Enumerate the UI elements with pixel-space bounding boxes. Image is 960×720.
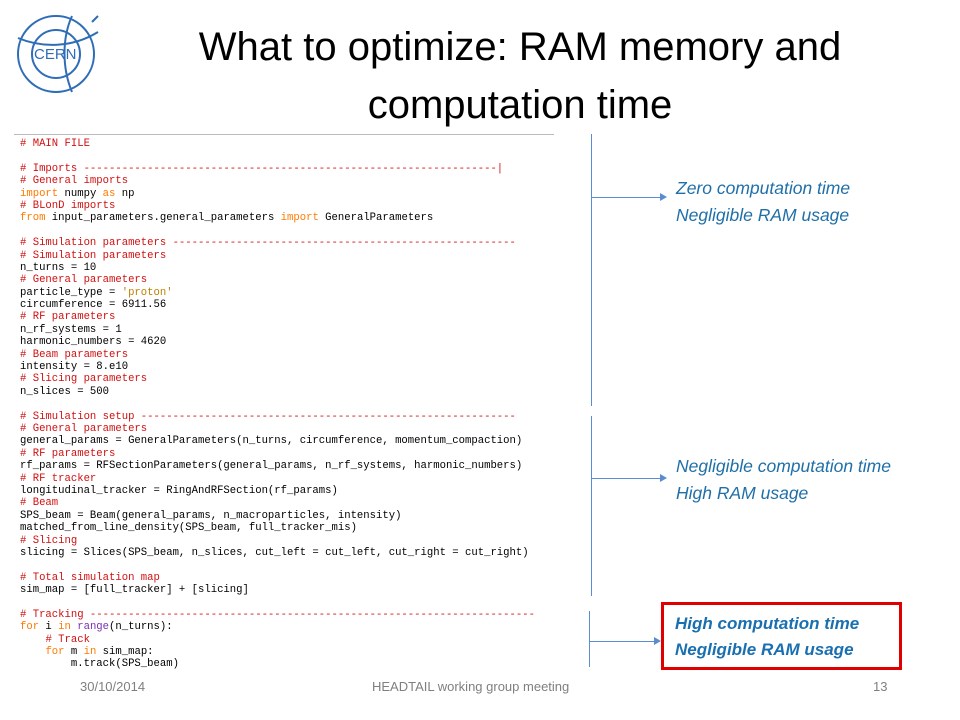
code-line [20, 559, 554, 571]
bracket-line-3 [589, 611, 590, 667]
code-line: for m in sim_map: [45, 646, 154, 659]
code-line: # General imports [20, 175, 129, 188]
code-line: circumference = 6911.56 [20, 299, 167, 312]
footer-event: HEADTAIL working group meeting [372, 679, 570, 694]
footer-page-number: 13 [873, 679, 888, 694]
arrow-head-1 [660, 193, 667, 201]
code-text: # MAIN FILE # Imports ------------------… [14, 134, 554, 671]
code-line: sim_map = [full_tracker] + [slicing] [20, 584, 249, 597]
code-line: n_rf_systems = 1 [20, 323, 122, 336]
note-high-line-1: High computation time [675, 614, 860, 633]
code-line: # Slicing parameters [20, 373, 148, 386]
code-line: particle_type = 'proton' [20, 286, 173, 299]
arrow-line-2 [591, 478, 661, 479]
code-line: # Imports ------------------------------… [20, 162, 504, 175]
arrow-line-3 [589, 641, 655, 642]
code-line: # Total simulation map [20, 571, 160, 584]
code-line: # Simulation parameters ----------------… [20, 237, 516, 250]
title-line-1: What to optimize: RAM memory and [198, 25, 842, 69]
title-line-2: computation time [367, 83, 673, 127]
code-line: rf_params = RFSectionParameters(general_… [20, 460, 523, 473]
cern-logo-graphic: CERN [17, 15, 99, 93]
note-high-line-2: Negligible RAM usage [675, 640, 854, 659]
note-negligible-computation: Negligible computation time High RAM usa… [676, 453, 891, 507]
highlight-box: High computation time Negligible RAM usa… [661, 602, 902, 670]
code-line: m.track(SPS_beam) [20, 658, 179, 671]
note-high-computation: High computation time Negligible RAM usa… [675, 611, 859, 663]
code-line: # MAIN FILE [20, 138, 90, 150]
code-line: # Beam parameters [20, 348, 129, 361]
cern-logo: CERN [12, 8, 104, 100]
arrow-head-2 [660, 474, 667, 482]
note-negligible-line-1: Negligible computation time [676, 456, 891, 476]
code-line: # BLonD imports [20, 199, 116, 212]
code-line: # General parameters [20, 422, 148, 435]
bracket-line-2 [591, 416, 592, 596]
code-line [20, 398, 554, 410]
code-top-border [14, 134, 554, 135]
code-line: # General parameters [20, 274, 148, 287]
code-line [20, 225, 554, 237]
code-line: for i in range(n_turns): [20, 621, 173, 634]
code-line: matched_from_line_density(SPS_beam, full… [20, 522, 357, 535]
note-zero-line-1: Zero computation time [676, 178, 851, 198]
code-line: SPS_beam = Beam(general_params, n_macrop… [20, 509, 402, 522]
cern-logo-text: CERN [34, 46, 77, 63]
code-line: n_slices = 500 [20, 385, 110, 398]
footer-date: 30/10/2014 [80, 679, 146, 694]
arrow-line-1 [591, 197, 661, 198]
code-line: # Slicing [20, 534, 78, 547]
code-line: # Simulation setup ---------------------… [20, 410, 516, 423]
code-line: # RF parameters [20, 311, 116, 324]
note-zero-computation: Zero computation time Negligible RAM usa… [676, 175, 850, 229]
code-line: longitudinal_tracker = RingAndRFSection(… [20, 484, 338, 497]
code-line: from input_parameters.general_parameters… [20, 212, 434, 225]
code-line: # RF tracker [20, 472, 97, 485]
code-line: harmonic_numbers = 4620 [20, 336, 167, 349]
code-line: # Track [45, 633, 90, 646]
note-negligible-line-2: High RAM usage [676, 483, 809, 503]
code-line: # Tracking -----------------------------… [20, 608, 535, 621]
code-line: general_params = GeneralParameters(n_tur… [20, 435, 523, 448]
note-zero-line-2: Negligible RAM usage [676, 205, 850, 225]
code-line: intensity = 8.e10 [20, 361, 129, 374]
code-listing: # MAIN FILE # Imports ------------------… [14, 134, 554, 671]
code-line [20, 150, 554, 162]
arrow-head-3 [654, 637, 661, 645]
bracket-line-1 [591, 134, 592, 406]
code-line: # Simulation parameters [20, 249, 167, 262]
code-line: import numpy as np [20, 187, 135, 200]
slide-title: What to optimize: RAM memory and computa… [140, 18, 900, 134]
code-line: # Beam [20, 497, 59, 510]
code-line: n_turns = 10 [20, 261, 97, 274]
code-line [20, 596, 554, 608]
code-line: slicing = Slices(SPS_beam, n_slices, cut… [20, 546, 529, 559]
code-line: # RF parameters [20, 447, 116, 460]
